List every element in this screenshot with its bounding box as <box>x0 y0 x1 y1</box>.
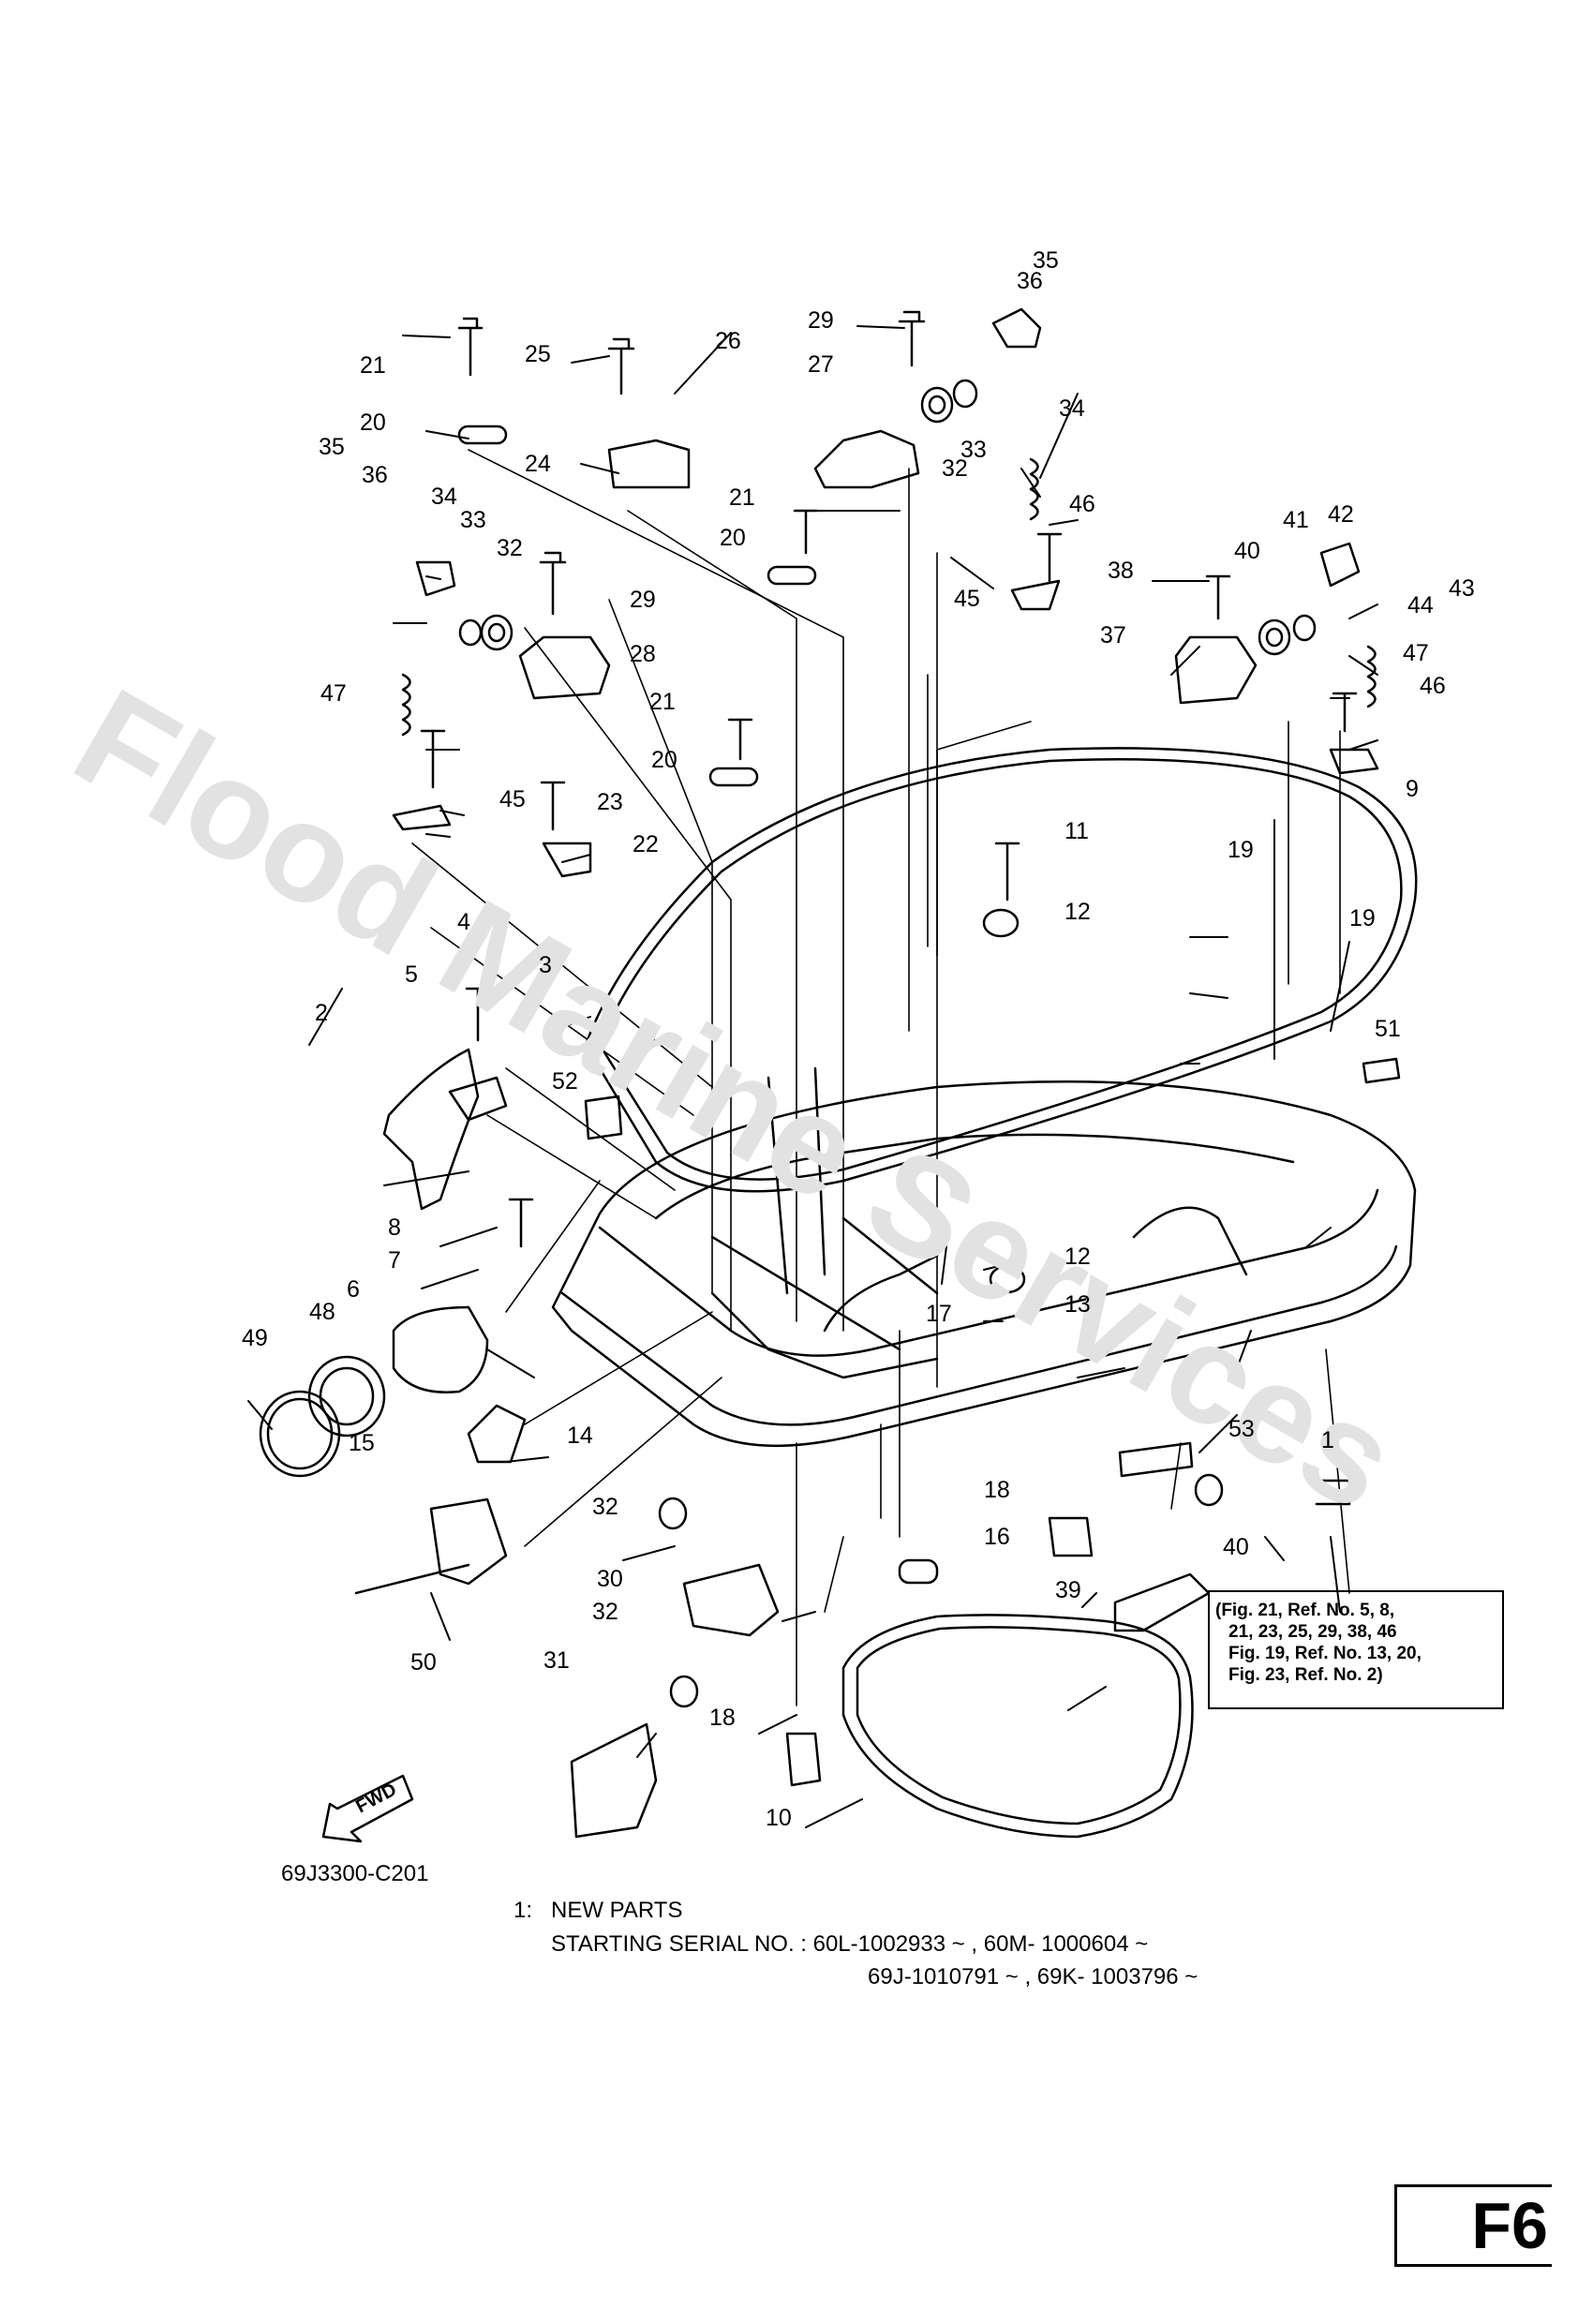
callout-number: 32 <box>497 535 523 561</box>
callout-number: 27 <box>808 351 834 378</box>
seal-9 <box>584 747 1418 1193</box>
callout-number: 20 <box>360 410 386 436</box>
callout-number: 29 <box>630 587 656 613</box>
callout-number: 52 <box>552 1068 578 1095</box>
callout-number: 5 <box>405 961 418 988</box>
reference-lines <box>411 449 1350 1706</box>
footnote-title: NEW PARTS <box>551 1898 683 1923</box>
gasket-10 <box>841 1614 1194 1839</box>
callout-number: 17 <box>926 1301 952 1327</box>
note-line: Fig. 23, Ref. No. 2) <box>1228 1665 1383 1685</box>
footnote-serial-line1: STARTING SERIAL NO. : 60L-1002933 ~ , 60… <box>551 1931 1149 1957</box>
callout-number: 36 <box>362 462 388 488</box>
callout-number: 45 <box>499 786 526 812</box>
callout-number: 46 <box>1420 673 1446 699</box>
note-line: 21, 23, 25, 29, 38, 46 <box>1228 1622 1397 1642</box>
callout-number: 23 <box>597 789 623 815</box>
callout-number: 24 <box>525 451 551 477</box>
callout-number: 20 <box>651 747 677 773</box>
callout-number: 42 <box>1328 501 1354 528</box>
note-line: (Fig. 21, Ref. No. 5, 8, <box>1215 1601 1395 1620</box>
page-label: F6 <box>1394 2184 1552 2267</box>
footnote-ref: 1: <box>514 1898 533 1923</box>
callout-number: 26 <box>715 328 741 354</box>
callout-number: 33 <box>960 437 987 463</box>
callout-number: 34 <box>1059 395 1085 422</box>
callout-number: 30 <box>597 1566 623 1592</box>
callout-number: 47 <box>1403 640 1429 666</box>
callout-number: 21 <box>729 484 755 511</box>
callout-number: 32 <box>592 1494 618 1520</box>
callout-number: 10 <box>766 1805 792 1831</box>
callout-number: 4 <box>457 909 470 935</box>
callout-number: 21 <box>360 352 386 379</box>
callout-number: 29 <box>808 307 834 334</box>
callout-number: 31 <box>543 1647 570 1674</box>
callout-number: 28 <box>630 641 656 667</box>
callout-number: 51 <box>1375 1016 1401 1042</box>
callout-number: 53 <box>1228 1416 1255 1442</box>
callout-number: 49 <box>242 1325 268 1351</box>
callout-number: 2 <box>315 1000 328 1026</box>
callout-number: 50 <box>410 1649 437 1676</box>
callout-number: 35 <box>1033 247 1059 274</box>
callout-number: 20 <box>720 525 746 551</box>
callout-number: 16 <box>984 1524 1010 1550</box>
callout-number: 38 <box>1108 558 1134 584</box>
callout-number: 46 <box>1069 491 1095 517</box>
callout-number: 18 <box>984 1477 1010 1503</box>
footnote-serial-line2: 69J-1010791 ~ , 69K- 1003796 ~ <box>868 1964 1198 1989</box>
callout-number: 32 <box>942 455 968 482</box>
callout-number: 43 <box>1449 575 1475 602</box>
callout-number: 45 <box>954 586 980 612</box>
callout-number: 33 <box>460 507 486 533</box>
callout-number: 3 <box>539 952 552 978</box>
callout-number: 8 <box>388 1214 401 1241</box>
callout-number: 9 <box>1406 776 1419 802</box>
callout-number: 40 <box>1234 538 1260 564</box>
callout-number: 22 <box>633 831 659 857</box>
callout-number: 19 <box>1349 905 1376 931</box>
callout-number: 14 <box>567 1423 593 1449</box>
note-line: Fig. 19, Ref. No. 13, 20, <box>1228 1644 1422 1663</box>
callout-number: 35 <box>319 434 345 460</box>
leader-lines <box>247 325 1378 1828</box>
small-parts <box>259 307 1401 1843</box>
callout-number: 39 <box>1055 1577 1081 1603</box>
callout-number: 6 <box>347 1276 360 1303</box>
callout-number: 41 <box>1283 507 1309 533</box>
callout-number: 21 <box>649 689 676 715</box>
reference-note: (Fig. 21, Ref. No. 5, 8, 21, 23, 25, 29,… <box>1208 1590 1504 1709</box>
callout-number: 32 <box>592 1599 618 1625</box>
diagram-code: 69J3300-C201 <box>281 1861 429 1886</box>
callout-number: 1 <box>1321 1427 1334 1453</box>
callout-number: 13 <box>1064 1291 1091 1318</box>
callout-number: 11 <box>1064 818 1089 844</box>
callout-number: 15 <box>349 1430 375 1456</box>
callout-number: 47 <box>320 680 347 707</box>
callout-number: 34 <box>431 484 457 510</box>
callout-number: 48 <box>309 1299 335 1325</box>
callout-number: 40 <box>1223 1534 1249 1560</box>
callout-number: 12 <box>1064 899 1091 925</box>
callout-number: 7 <box>388 1247 401 1274</box>
callout-number: 25 <box>525 341 551 367</box>
callout-number: 44 <box>1407 592 1434 618</box>
callout-number: 19 <box>1228 837 1254 863</box>
callout-number: 37 <box>1100 622 1126 648</box>
bottom-cowling <box>551 1066 1417 1448</box>
callout-number: 36 <box>1017 268 1043 294</box>
callout-number: 12 <box>1064 1244 1091 1270</box>
callout-number: 18 <box>709 1705 736 1731</box>
